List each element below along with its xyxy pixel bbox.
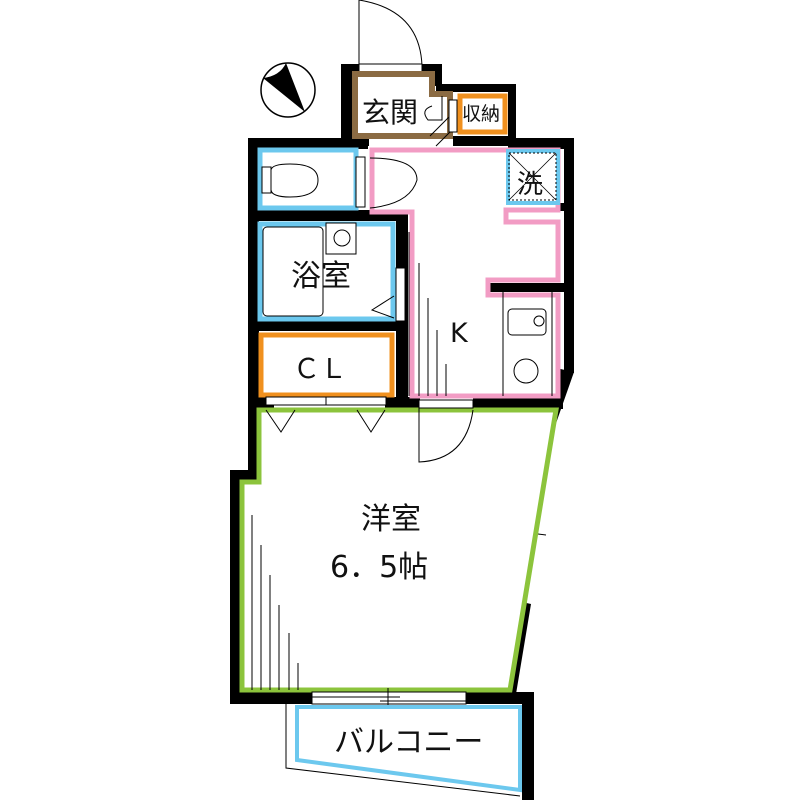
room-label-western: 洋室 [361,502,421,537]
storage-lines [251,515,299,690]
room-label-washer: 洗 [517,170,544,200]
room-label-kitchen: K [450,318,468,349]
room-label-bath: 浴室 [291,259,351,294]
entrance-outline [352,71,453,139]
room-label-closet: ＣＬ [293,354,347,385]
balcony-window [311,688,467,708]
bathtub-icon [262,226,324,317]
toilet-icon [261,163,319,198]
room-label-entrance: 玄関 [362,96,419,129]
room-label-balcony: バルコニー [334,725,484,760]
balcony-outline [295,705,522,793]
kitchen-counter [502,292,553,396]
closet-outline [258,332,395,398]
western-room-outline [239,407,559,693]
storage-outline [457,93,508,135]
storage-lines [408,232,447,396]
north-arrow-icon [260,62,316,118]
room-label-storage: 収納 [462,103,501,125]
room-size-western: 6．5帖 [330,550,429,585]
entry-door-icon [358,0,423,73]
